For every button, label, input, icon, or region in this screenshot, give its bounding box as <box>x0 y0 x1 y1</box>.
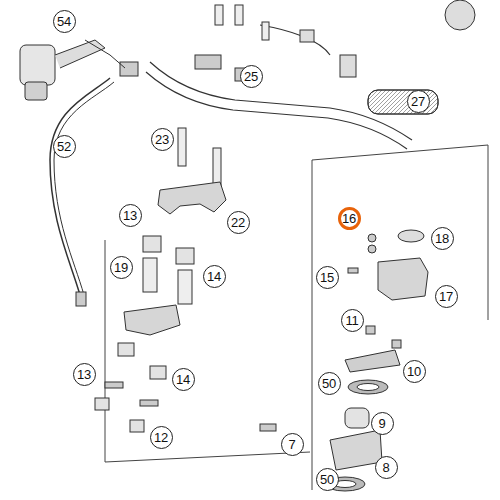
callout-number: 17 <box>435 285 458 308</box>
callout-number: 27 <box>407 90 430 113</box>
callout-number: 52 <box>53 135 76 158</box>
callout-number: 22 <box>227 211 250 234</box>
callout-number: 15 <box>316 266 339 289</box>
callout-number: 54 <box>53 10 76 33</box>
callout-number: 13 <box>73 363 96 386</box>
callout-number: 9 <box>371 412 394 435</box>
callout-number: 16 <box>338 207 361 230</box>
callout-number: 25 <box>240 65 263 88</box>
callout-number: 10 <box>403 360 426 383</box>
callout-number: 18 <box>431 227 454 250</box>
callout-number: 7 <box>281 433 304 456</box>
callout-number: 11 <box>341 309 364 332</box>
callout-number: 14 <box>203 265 226 288</box>
callout-number: 19 <box>110 256 133 279</box>
callout-number: 8 <box>375 456 398 479</box>
callout-number: 23 <box>151 128 174 151</box>
callout-number: 50 <box>316 468 339 491</box>
callout-number: 14 <box>172 368 195 391</box>
callout-number: 12 <box>150 426 173 449</box>
callout-number: 13 <box>119 204 142 227</box>
callout-number: 50 <box>318 372 341 395</box>
